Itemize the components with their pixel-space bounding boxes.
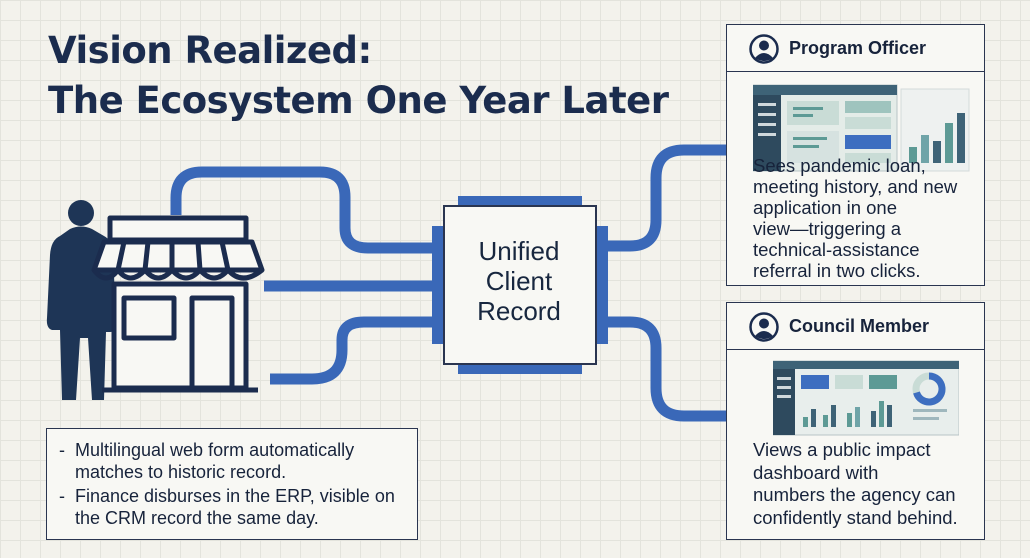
hub-label: Unified Client Record — [444, 236, 594, 326]
page-title: Vision Realized: The Ecosystem One Year … — [48, 26, 669, 126]
notes-box: - Multilingual web form automatically ma… — [46, 428, 418, 540]
bar-chart-icon — [803, 401, 892, 427]
card-title: Council Member — [789, 316, 930, 336]
description-line: application in one — [753, 197, 897, 218]
description-line: view—triggering a — [753, 218, 902, 239]
description-line: meeting history, and new — [753, 176, 958, 197]
description-line: Sees pandemic loan, — [753, 155, 926, 176]
note-line: the CRM record the same day. — [75, 508, 319, 528]
connector-bottom-right — [590, 316, 730, 422]
description-line: technical-assistance — [753, 239, 920, 260]
hub-line-2: Client — [485, 266, 553, 296]
connector-top-right — [590, 144, 730, 252]
note-line: Finance disburses in the ERP, visible on — [75, 486, 395, 506]
bar-chart-icon — [900, 88, 970, 172]
card-description: Sees pandemic loan, meeting history, and… — [753, 155, 957, 281]
description-line: referral in two clicks. — [753, 260, 921, 281]
storefront-icon — [91, 215, 265, 393]
card-description: Views a public impact dashboard with num… — [753, 439, 958, 529]
title-line-1: Vision Realized: — [48, 29, 372, 72]
connector-bottom-left — [270, 316, 446, 385]
user-avatar-icon — [749, 312, 779, 342]
dashboard-icon — [773, 360, 959, 436]
note-line: matches to historic record. — [75, 462, 287, 482]
council-member-card: Council Member Views a publi — [726, 302, 985, 540]
user-avatar-icon — [749, 34, 779, 64]
unified-record-hub — [432, 196, 608, 374]
card-header: Council Member — [727, 303, 984, 350]
dashboard-icon — [753, 84, 970, 172]
card-header: Program Officer — [727, 25, 984, 72]
hub-line-1: Unified — [478, 236, 560, 266]
title-line-2: The Ecosystem One Year Later — [48, 79, 669, 122]
description-line: Views a public impact — [753, 439, 931, 460]
person-silhouette-icon — [46, 200, 116, 400]
note-item: - Multilingual web form automatically ma… — [59, 440, 355, 482]
connector-top-left — [170, 166, 446, 254]
note-line: Multilingual web form automatically — [75, 440, 355, 460]
program-officer-card: Program Officer Sees pandemic loan, meet… — [726, 24, 985, 286]
description-line: numbers the agency can — [753, 484, 956, 505]
card-title: Program Officer — [789, 38, 927, 58]
description-line: confidently stand behind. — [753, 506, 958, 528]
hub-line-3: Record — [477, 296, 561, 326]
description-line: dashboard with — [753, 461, 879, 483]
donut-chart-icon — [912, 372, 947, 420]
note-item: - Finance disburses in the ERP, visible … — [59, 486, 395, 528]
